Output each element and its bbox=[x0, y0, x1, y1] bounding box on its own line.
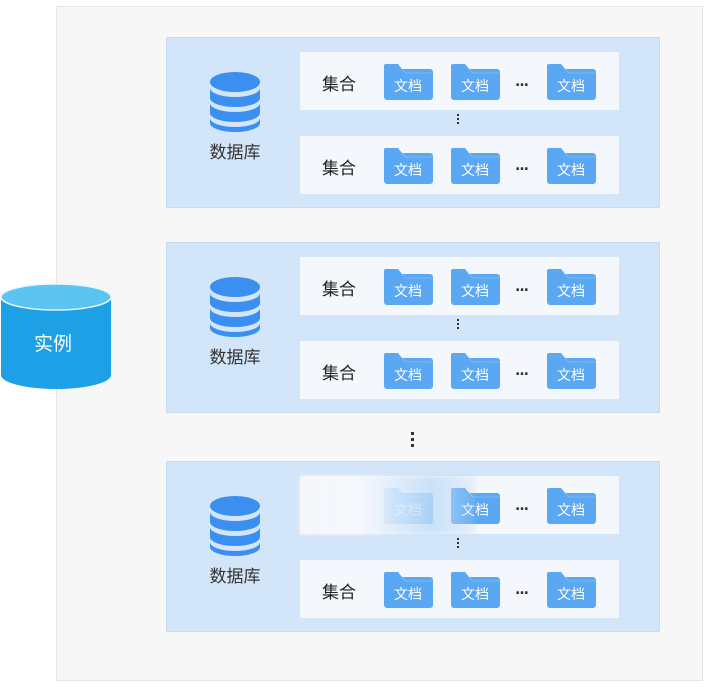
document-label: 文档 bbox=[557, 79, 585, 95]
horizontal-ellipsis: ... bbox=[515, 158, 529, 174]
collection-row: 集合 文档 文档 文档... bbox=[300, 136, 619, 194]
document-folder: 文档 bbox=[451, 572, 501, 608]
collection-row: 集合 文档 文档 文档... bbox=[300, 52, 619, 110]
database-label: 数据库 bbox=[209, 567, 261, 587]
document-label: 文档 bbox=[461, 79, 489, 95]
document-label: 文档 bbox=[394, 587, 422, 603]
document-folder: 文档 bbox=[384, 64, 434, 100]
document-folder: 文档 bbox=[384, 572, 434, 608]
document-label: 文档 bbox=[461, 368, 489, 384]
database-label: 数据库 bbox=[209, 143, 261, 163]
vertical-ellipsis bbox=[411, 432, 415, 448]
database-label: 数据库 bbox=[209, 348, 261, 368]
document-label: 文档 bbox=[557, 284, 585, 300]
document-label: 文档 bbox=[394, 284, 422, 300]
collection-row: 集合 文档 文档 文档... bbox=[300, 257, 619, 315]
horizontal-ellipsis: ... bbox=[515, 498, 529, 514]
document-folder: 文档 bbox=[384, 148, 434, 184]
document-folder: 文档 bbox=[384, 269, 434, 305]
document-folder: 文档 bbox=[547, 64, 597, 100]
document-label: 文档 bbox=[394, 163, 422, 179]
document-folder: 文档 bbox=[547, 269, 597, 305]
instance-label: 实例 bbox=[33, 333, 72, 355]
document-folder: 文档 bbox=[451, 269, 501, 305]
database-icon bbox=[209, 277, 261, 337]
document-folder: 文档 bbox=[547, 572, 597, 608]
collection-label: 集合 bbox=[322, 159, 356, 179]
collection-label: 集合 bbox=[322, 75, 356, 95]
document-folder: 文档 bbox=[451, 148, 501, 184]
collection-row: 文档文档文档... bbox=[300, 476, 619, 534]
horizontal-ellipsis: ... bbox=[515, 363, 529, 379]
document-folder: 文档 bbox=[384, 353, 434, 389]
document-folder: 文档 bbox=[547, 488, 597, 524]
collection-label: 集合 bbox=[322, 280, 356, 300]
motion-blur-overlay bbox=[300, 476, 475, 534]
document-folder: 文档 bbox=[451, 353, 501, 389]
vertical-ellipsis-small bbox=[456, 319, 460, 331]
document-folder: 文档 bbox=[451, 64, 501, 100]
document-label: 文档 bbox=[461, 587, 489, 603]
document-label: 文档 bbox=[557, 503, 585, 519]
collection-row: 集合 文档 文档 文档... bbox=[300, 341, 619, 399]
database-icon bbox=[209, 72, 261, 132]
vertical-ellipsis-small bbox=[456, 114, 460, 126]
collection-label: 集合 bbox=[322, 583, 356, 603]
database-block: 数据库文档文档文档...集合文档文档文档... bbox=[166, 461, 660, 632]
document-label: 文档 bbox=[557, 163, 585, 179]
document-label: 文档 bbox=[461, 284, 489, 300]
database-icon bbox=[209, 496, 261, 556]
collection-label: 集合 bbox=[322, 364, 356, 384]
instance-cylinder: 实例 bbox=[0, 283, 112, 391]
document-label: 文档 bbox=[557, 368, 585, 384]
horizontal-ellipsis: ... bbox=[515, 74, 529, 90]
document-label: 文档 bbox=[394, 368, 422, 384]
document-folder: 文档 bbox=[547, 148, 597, 184]
horizontal-ellipsis: ... bbox=[515, 279, 529, 295]
database-block: 数据库集合文档文档文档...集合文档文档文档... bbox=[166, 242, 660, 413]
document-label: 文档 bbox=[557, 587, 585, 603]
collection-row: 集合 文档 文档 文档... bbox=[300, 560, 619, 618]
document-label: 文档 bbox=[394, 79, 422, 95]
document-label: 文档 bbox=[461, 163, 489, 179]
horizontal-ellipsis: ... bbox=[515, 582, 529, 598]
cylinder-icon bbox=[0, 283, 112, 389]
vertical-ellipsis-small bbox=[456, 538, 460, 550]
database-block: 数据库集合文档文档文档...集合文档文档文档... bbox=[166, 37, 660, 208]
document-folder: 文档 bbox=[547, 353, 597, 389]
